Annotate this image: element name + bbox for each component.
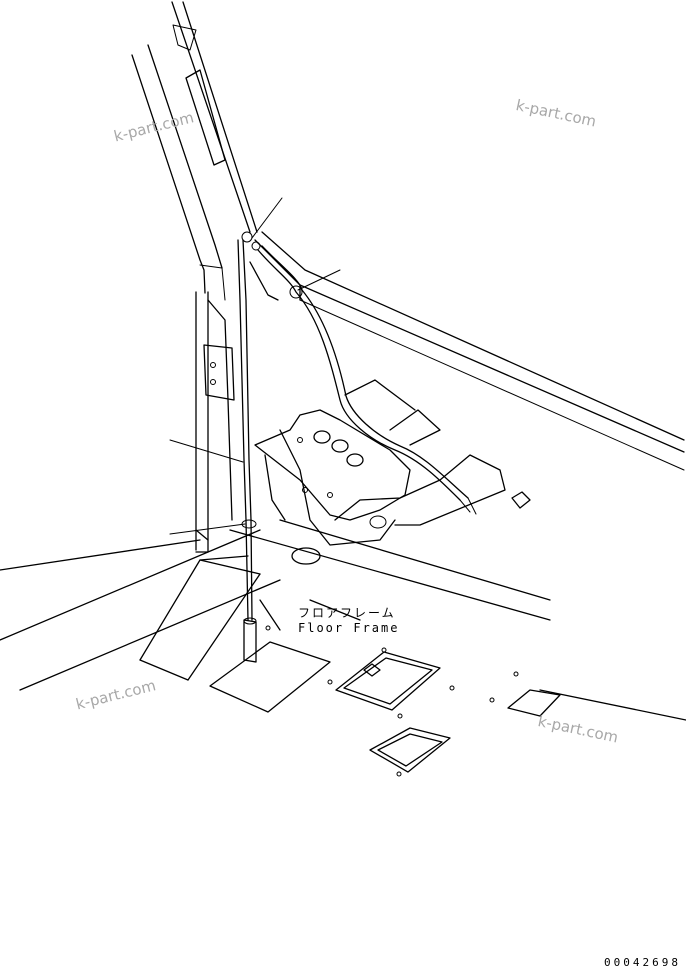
rod-cable xyxy=(237,231,261,663)
floor-frame-label-en: Floor Frame xyxy=(298,621,400,635)
floor-frame-label-jp: フロアフレーム xyxy=(298,606,396,620)
cab-pillar xyxy=(131,1,258,301)
hinge-bracket xyxy=(254,379,531,546)
floor-cutouts xyxy=(209,625,561,777)
leader-lines xyxy=(169,197,341,535)
drawing-number: 00042698 xyxy=(604,956,681,969)
wire-harness xyxy=(249,245,477,515)
side-post xyxy=(195,291,235,553)
floor-frame xyxy=(0,519,686,721)
cab-roof-frame xyxy=(254,231,685,471)
